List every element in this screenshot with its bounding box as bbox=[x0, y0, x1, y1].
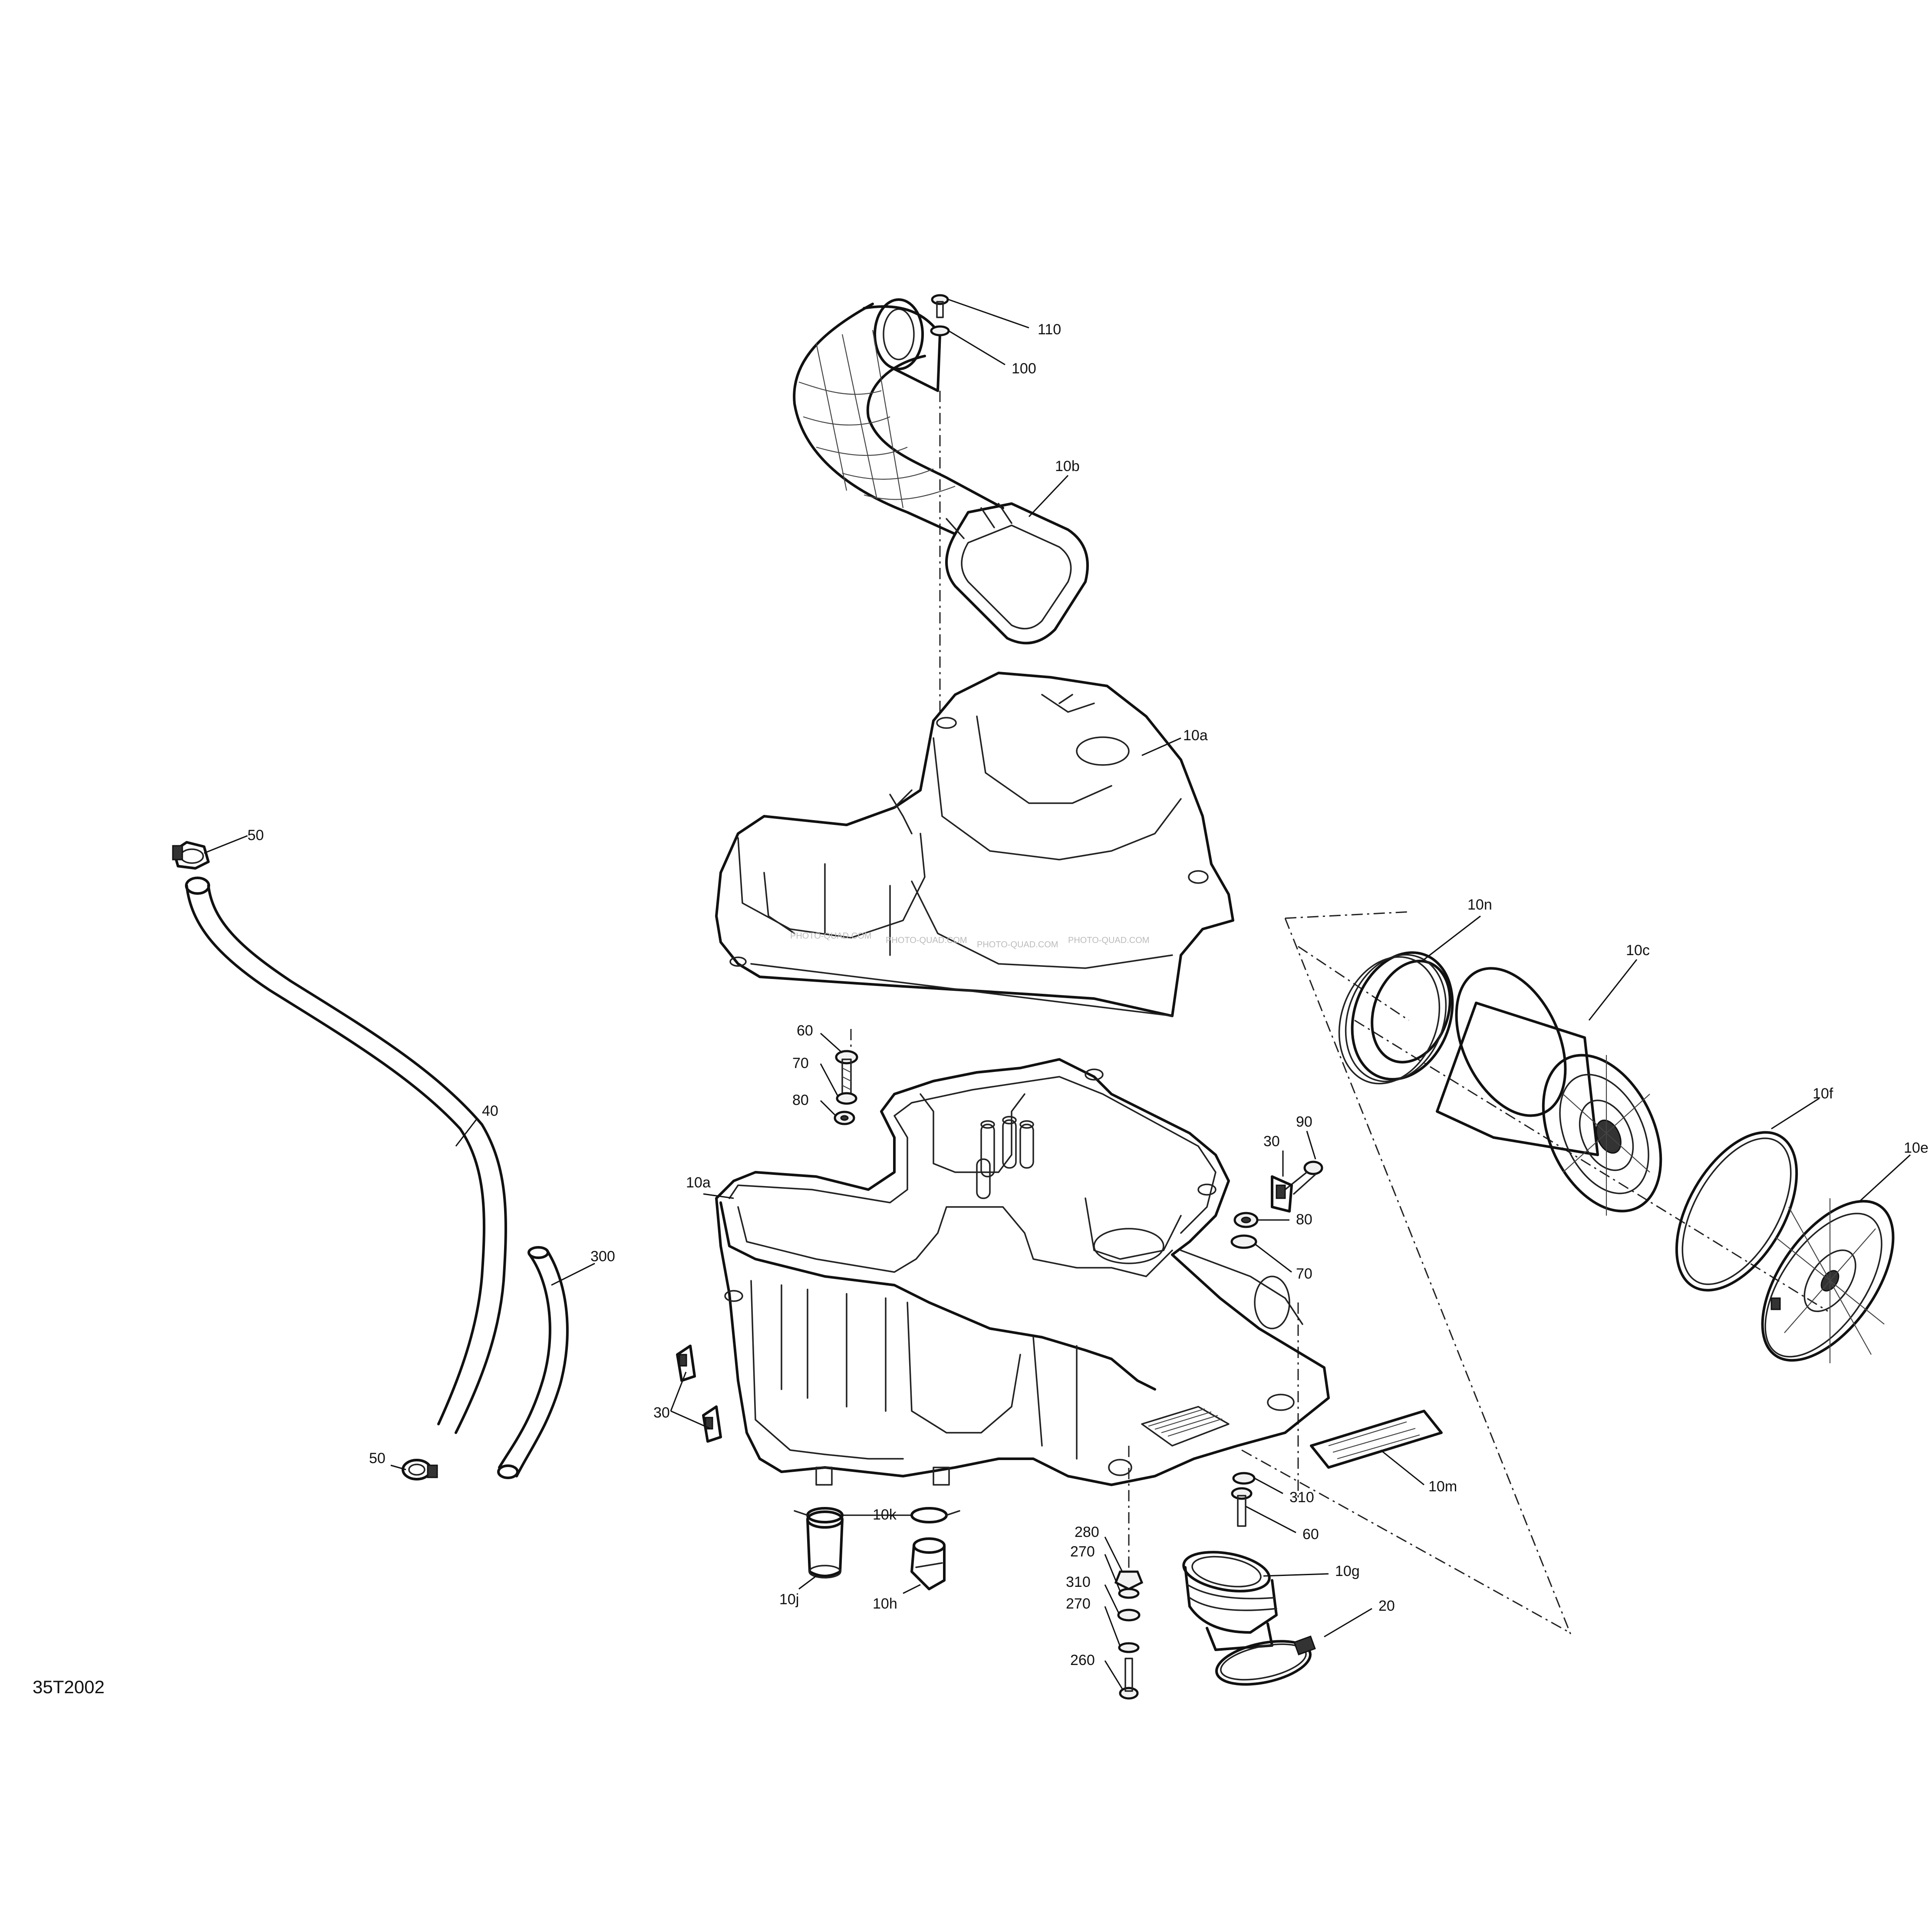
watermark-text: PHOTO-QUAD.COM bbox=[886, 936, 967, 945]
callout-270-b: 270 bbox=[1066, 1596, 1091, 1612]
bolt-60-left bbox=[835, 1050, 858, 1095]
callout-40: 40 bbox=[482, 1103, 498, 1119]
airbox-cover-10a: PHOTO-QUAD.COM PHOTO-QUAD.COM PHOTO-QUAD… bbox=[715, 672, 1234, 1017]
airbox-base-10a bbox=[715, 1058, 1330, 1486]
filter-seal-10n bbox=[1338, 951, 1454, 1085]
decal-10m bbox=[1310, 1410, 1443, 1469]
bolt-60-right bbox=[1231, 1487, 1253, 1527]
washer-270-b bbox=[1118, 1642, 1140, 1653]
clip-nut-30-right bbox=[1271, 1175, 1293, 1213]
callout-10g: 10g bbox=[1335, 1563, 1360, 1579]
callout-10e: 10e bbox=[1904, 1140, 1929, 1156]
center-lines bbox=[850, 391, 1828, 1637]
callout-10j: 10j bbox=[779, 1591, 799, 1608]
grommet-80-right bbox=[1233, 1212, 1259, 1228]
washer-100 bbox=[930, 325, 950, 336]
leader-lines bbox=[204, 299, 1911, 1689]
grommet-80-left bbox=[834, 1111, 855, 1125]
hose-clamp-20 bbox=[1215, 1635, 1316, 1686]
watermark-text: PHOTO-QUAD.COM bbox=[790, 931, 871, 941]
hose-40 bbox=[185, 877, 507, 1434]
callout-10a-bottom: 10a bbox=[686, 1174, 711, 1191]
inlet-boot-10g bbox=[1182, 1551, 1278, 1651]
o-ring-10f bbox=[1675, 1131, 1798, 1292]
callout-10h: 10h bbox=[873, 1596, 897, 1612]
drain-cap-10h bbox=[910, 1537, 946, 1590]
callout-90: 90 bbox=[1296, 1114, 1312, 1130]
bolt-90 bbox=[1284, 1161, 1323, 1195]
callout-280: 280 bbox=[1075, 1524, 1099, 1540]
callout-10f: 10f bbox=[1813, 1085, 1833, 1102]
callout-270-a: 270 bbox=[1070, 1543, 1095, 1560]
callout-260: 260 bbox=[1070, 1652, 1095, 1668]
document-id: 35T2002 bbox=[33, 1677, 105, 1697]
clamp-50-bottom bbox=[402, 1459, 438, 1480]
callout-10c: 10c bbox=[1626, 942, 1650, 959]
callout-10k: 10k bbox=[873, 1507, 897, 1523]
callout-50-top: 50 bbox=[247, 827, 264, 844]
washer-310-left bbox=[1117, 1609, 1141, 1622]
clip-nut-30-left-a bbox=[676, 1345, 696, 1382]
callout-10m: 10m bbox=[1428, 1478, 1457, 1495]
washer-270-a bbox=[1118, 1588, 1140, 1599]
callout-labels: 110 100 10b 10a 50 10n 10c 60 70 80 40 9… bbox=[247, 321, 1929, 1668]
callout-20: 20 bbox=[1378, 1598, 1395, 1614]
callout-60-left: 60 bbox=[797, 1022, 813, 1039]
callout-70-right: 70 bbox=[1296, 1266, 1312, 1282]
bolt-260 bbox=[1119, 1658, 1139, 1700]
nut-280 bbox=[1114, 1570, 1144, 1590]
washer-70-left bbox=[836, 1092, 857, 1105]
callout-300: 300 bbox=[590, 1248, 615, 1265]
drain-cap-10j bbox=[806, 1510, 844, 1579]
callout-80-right: 80 bbox=[1296, 1211, 1312, 1228]
watermark-text: PHOTO-QUAD.COM bbox=[977, 940, 1058, 950]
callout-50-bottom: 50 bbox=[369, 1450, 386, 1467]
callout-30-right: 30 bbox=[1263, 1133, 1280, 1150]
callout-10a-top: 10a bbox=[1183, 727, 1208, 744]
clip-nut-30-left-b bbox=[702, 1405, 722, 1443]
fastener-110 bbox=[931, 294, 949, 318]
washer-70-right bbox=[1230, 1234, 1257, 1249]
callout-310-left: 310 bbox=[1066, 1574, 1091, 1590]
callout-10n: 10n bbox=[1467, 897, 1492, 913]
watermark-text: PHOTO-QUAD.COM bbox=[1068, 936, 1149, 945]
air-filter-10c bbox=[1436, 967, 1662, 1216]
callout-10b: 10b bbox=[1055, 458, 1080, 475]
washer-310-right bbox=[1232, 1472, 1256, 1485]
hose-300 bbox=[497, 1246, 569, 1479]
callout-80-left: 80 bbox=[792, 1092, 809, 1108]
callout-310-right: 310 bbox=[1289, 1489, 1314, 1506]
air-intake-tube-10b bbox=[793, 298, 1089, 645]
clamp-50-top bbox=[172, 841, 210, 870]
callout-110: 110 bbox=[1038, 321, 1061, 338]
callout-30-left: 30 bbox=[653, 1404, 670, 1421]
callout-60-right: 60 bbox=[1302, 1526, 1319, 1543]
callout-100: 100 bbox=[1012, 360, 1036, 377]
end-cap-10e bbox=[1761, 1198, 1895, 1363]
callout-70-left: 70 bbox=[792, 1055, 809, 1072]
